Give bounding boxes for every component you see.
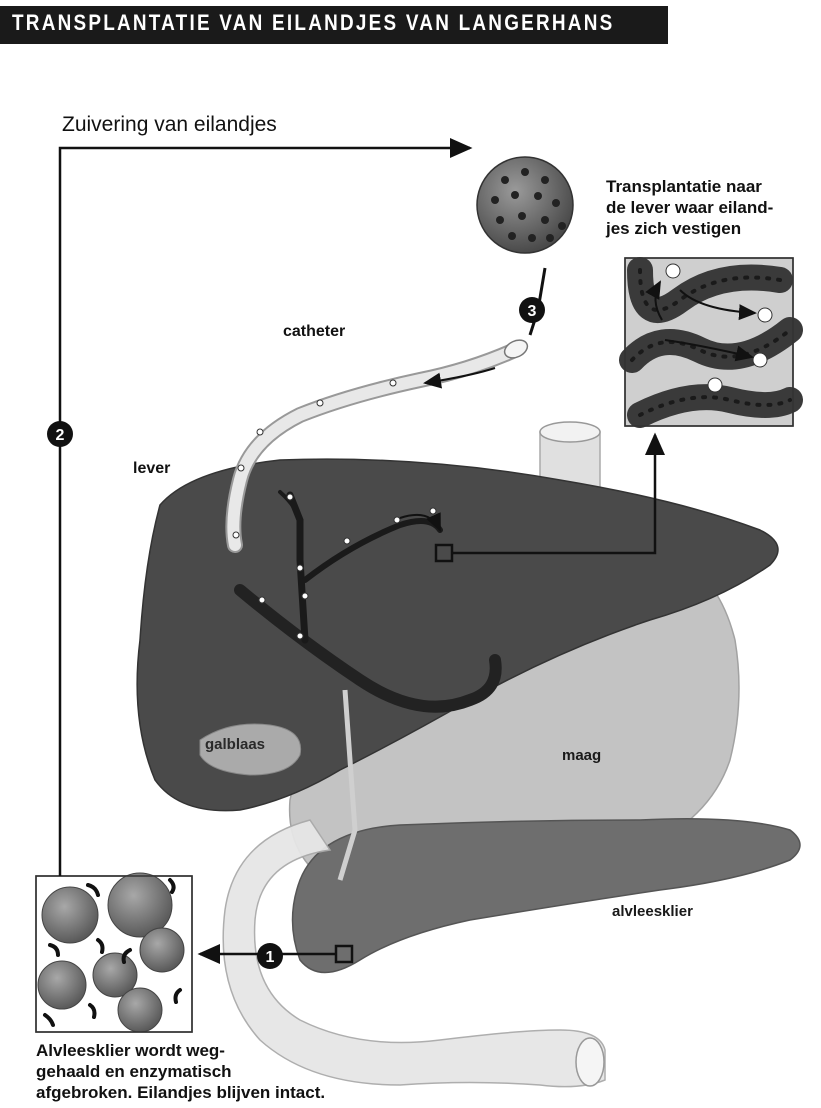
pancreas-label: alvleesklier [612, 903, 693, 920]
transplant-caption-line-2: de lever waar eiland- [606, 197, 821, 218]
pancreas-inset-image [36, 873, 192, 1032]
step-badge-3: 3 [519, 297, 545, 323]
transplant-caption-line-3: jes zich vestigen [606, 218, 821, 239]
gallbladder-label: galblaas [205, 736, 265, 753]
liver-label: lever [133, 460, 170, 478]
pancreas-shape [293, 819, 801, 973]
step-badge-2: 2 [47, 421, 73, 447]
step-badge-1: 1 [257, 943, 283, 969]
step-number-2: 2 [56, 427, 65, 444]
stomach-label: maag [562, 747, 601, 764]
removal-caption-line-1: Alvleesklier wordt weg- [36, 1040, 456, 1061]
transplant-caption: Transplantatie naar de lever waar eiland… [606, 176, 821, 239]
intestine-opening [576, 1038, 604, 1086]
removal-caption-line-2: gehaald en enzymatisch [36, 1061, 456, 1082]
removal-caption-line-3: afgebroken. Eilandjes blijven intact. [36, 1082, 456, 1103]
transplant-caption-line-1: Transplantatie naar [606, 176, 821, 197]
step-number-1: 1 [266, 949, 275, 966]
removal-caption: Alvleesklier wordt weg- gehaald en enzym… [36, 1040, 456, 1103]
catheter-label: catheter [283, 323, 345, 341]
purification-label: Zuivering van eilandjes [62, 113, 277, 137]
purified-islet [477, 157, 573, 253]
liver-inset-image [625, 258, 793, 426]
step-number-3: 3 [528, 303, 537, 320]
